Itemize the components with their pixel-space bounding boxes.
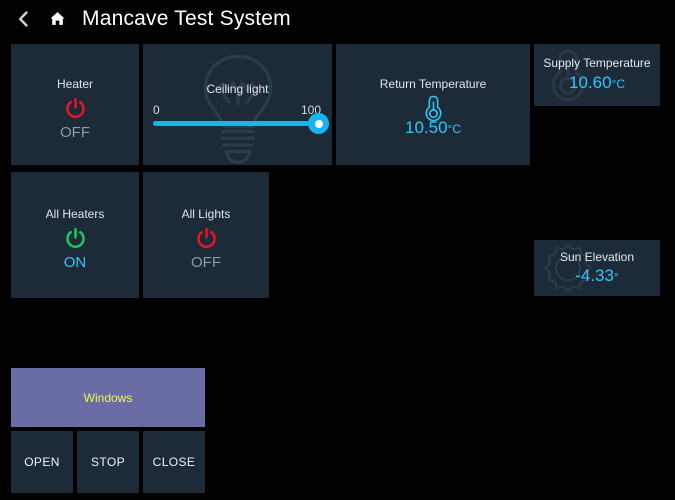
all-lights-power-icon-wrap[interactable] bbox=[143, 227, 269, 250]
thermometer-icon bbox=[424, 95, 442, 122]
windows-close-button[interactable]: CLOSE bbox=[143, 431, 205, 493]
slider-min-label: 0 bbox=[153, 103, 160, 117]
home-button[interactable] bbox=[44, 6, 70, 32]
card-title-ceiling-light: Ceiling light bbox=[206, 82, 269, 96]
supply-temperature-number: 10.60 bbox=[568, 73, 612, 92]
card-title-return-temperature: Return Temperature bbox=[379, 77, 487, 91]
card-title-sun-elevation: Sun Elevation bbox=[559, 250, 635, 264]
card-heater[interactable]: Heater OFF bbox=[11, 44, 139, 165]
heater-state: OFF bbox=[60, 124, 90, 141]
card-title-supply-temperature: Supply Temperature bbox=[543, 56, 651, 70]
back-button[interactable] bbox=[10, 6, 36, 32]
return-temperature-number: 10.50 bbox=[404, 118, 448, 137]
sun-elevation-value: -4.33° bbox=[534, 266, 660, 286]
power-icon bbox=[65, 227, 85, 248]
supply-temperature-value: 10.60°C bbox=[534, 73, 660, 93]
all-heaters-power-icon-wrap[interactable] bbox=[11, 227, 139, 250]
return-temperature-unit: °C bbox=[447, 122, 461, 136]
app-header: Mancave Test System bbox=[0, 0, 675, 37]
supply-temperature-unit: °C bbox=[611, 77, 625, 91]
power-icon bbox=[65, 97, 85, 118]
all-heaters-state: ON bbox=[63, 254, 87, 271]
card-ceiling-light[interactable]: Ceiling light 0 100 bbox=[143, 44, 332, 165]
page-title: Mancave Test System bbox=[82, 6, 291, 30]
return-temperature-icon-wrap bbox=[336, 95, 530, 122]
power-icon bbox=[196, 227, 216, 248]
all-lights-state: OFF bbox=[191, 254, 221, 271]
chevron-left-icon bbox=[19, 10, 28, 27]
windows-header-label: Windows bbox=[83, 390, 133, 405]
windows-header[interactable]: Windows bbox=[11, 368, 205, 427]
slider-track[interactable] bbox=[153, 121, 322, 126]
card-title-all-lights: All Lights bbox=[181, 207, 231, 221]
home-icon bbox=[49, 12, 65, 25]
card-title-all-heaters: All Heaters bbox=[45, 207, 105, 221]
lightbulb-watermark-icon bbox=[189, 52, 287, 165]
card-sun-elevation[interactable]: Sun Elevation -4.33° bbox=[534, 240, 660, 296]
card-supply-temperature[interactable]: Supply Temperature 10.60°C bbox=[534, 44, 660, 106]
card-all-lights[interactable]: All Lights OFF bbox=[143, 172, 269, 298]
slider-thumb[interactable] bbox=[308, 113, 329, 134]
windows-open-button[interactable]: OPEN bbox=[11, 431, 73, 493]
sun-elevation-number: -4.33 bbox=[575, 266, 614, 285]
windows-stop-button[interactable]: STOP bbox=[77, 431, 139, 493]
heater-power-icon-wrap[interactable] bbox=[11, 97, 139, 120]
card-title-heater: Heater bbox=[56, 77, 94, 91]
card-return-temperature[interactable]: Return Temperature 10.50°C bbox=[336, 44, 530, 165]
sun-elevation-unit: ° bbox=[613, 270, 619, 284]
return-temperature-value: 10.50°C bbox=[336, 118, 530, 138]
card-all-heaters[interactable]: All Heaters ON bbox=[11, 172, 139, 298]
